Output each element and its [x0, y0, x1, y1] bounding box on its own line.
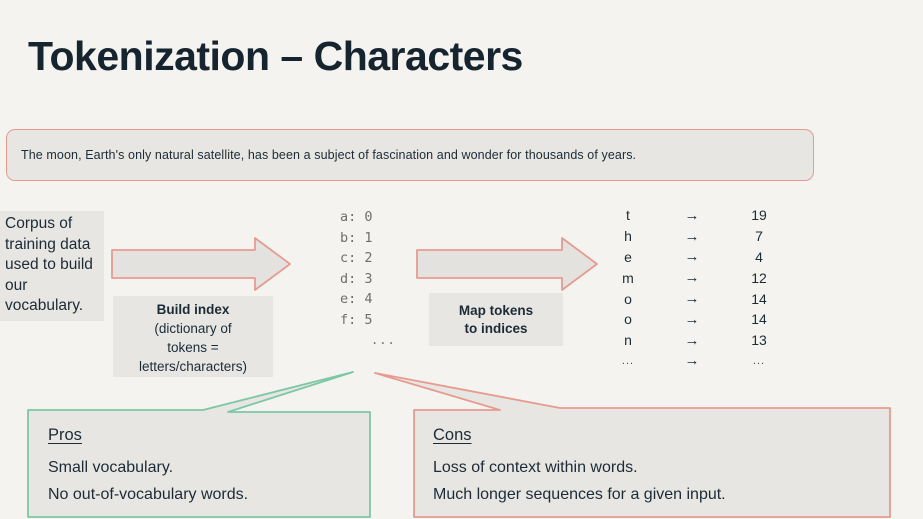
arrow-right-icon: →: [684, 248, 700, 266]
arrow-index-to-tokens: [416, 237, 598, 291]
cons-callout: Cons Loss of context within words. Much …: [415, 412, 885, 508]
map-tokens-caption-line: Map tokens: [458, 302, 534, 318]
token-index-mapping: t → 19 h → 7 e → 4 m → 12 o → 14 o → 14: [600, 205, 800, 371]
char-index-row: a: 0: [340, 207, 396, 228]
character-index-list: a: 0 b: 1 c: 2 d: 3 e: 4 f: 5 ...: [340, 207, 396, 351]
token-index: 14: [751, 290, 767, 307]
arrow-right-icon: →: [684, 269, 700, 287]
build-index-caption-line: (dictionary of: [154, 321, 232, 336]
map-tokens-caption-box: Map tokens to indices: [429, 293, 563, 346]
char-index-entry: a: 0: [340, 209, 373, 225]
build-index-caption-line: tokens =: [167, 340, 219, 355]
token-char: t: [626, 207, 630, 224]
cons-heading: Cons: [433, 426, 472, 444]
char-index-row: d: 3: [340, 269, 396, 290]
arrow-right-icon: →: [684, 331, 700, 349]
token-map-row: t → 19: [600, 205, 800, 226]
example-sentence-text: The moon, Earth's only natural satellite…: [21, 148, 637, 162]
token-map-row: o → 14: [600, 288, 800, 309]
token-index-ellipsis: ...: [752, 354, 766, 367]
build-index-caption-line: Build index: [156, 302, 230, 317]
token-char: o: [624, 290, 632, 307]
token-index: 19: [751, 207, 767, 224]
arrow-right-icon: →: [684, 206, 700, 224]
token-map-row: e → 4: [600, 247, 800, 268]
cons-line: Much longer sequences for a given input.: [433, 486, 726, 503]
char-index-entry: f: 5: [340, 311, 373, 328]
pros-callout: Pros Small vocabulary. No out-of-vocabul…: [30, 412, 370, 508]
cons-line: Loss of context within words.: [433, 459, 638, 476]
char-index-entry: e: 4: [340, 291, 373, 307]
token-index: 4: [755, 248, 763, 265]
char-index-row: c: 2: [340, 248, 396, 269]
token-char: h: [624, 228, 632, 245]
arrow-right-icon: →: [684, 227, 700, 245]
token-map-row: h → 7: [600, 226, 800, 247]
pros-line: No out-of-vocabulary words.: [48, 486, 249, 503]
char-index-ellipsis: ...: [371, 333, 396, 347]
token-map-row: n → 13: [600, 330, 800, 351]
char-index-row: e: 4: [340, 289, 396, 310]
token-map-row: m → 12: [600, 267, 800, 288]
token-char: m: [622, 269, 634, 286]
char-index-row: b: 1: [340, 228, 396, 249]
arrow-corpus-to-index: [111, 237, 291, 291]
token-map-row: o → 14: [600, 309, 800, 330]
arrow-right-icon: →: [684, 352, 700, 370]
token-char: e: [624, 248, 632, 265]
arrow-right-icon: →: [684, 290, 700, 308]
token-char-ellipsis: ...: [621, 354, 635, 367]
token-index: 12: [751, 269, 767, 286]
map-tokens-caption-line: to indices: [464, 320, 528, 336]
example-sentence-box: The moon, Earth's only natural satellite…: [6, 129, 814, 181]
char-index-entry: c: 2: [340, 250, 373, 266]
arrow-right-icon: →: [684, 310, 700, 328]
build-index-caption-box: Build index (dictionary of tokens = lett…: [113, 296, 273, 377]
char-index-row: f: 5: [340, 310, 396, 331]
token-char: o: [624, 311, 632, 328]
pros-heading: Pros: [48, 426, 82, 444]
char-index-entry: b: 1: [340, 229, 373, 246]
token-index: 14: [751, 311, 767, 328]
build-index-caption-line: letters/characters): [138, 359, 248, 374]
token-map-row-ellipsis: ... → ...: [600, 351, 800, 372]
char-index-entry: d: 3: [340, 270, 373, 287]
token-index: 7: [755, 228, 763, 245]
page-title: Tokenization – Characters: [28, 33, 523, 79]
token-index: 13: [751, 332, 767, 349]
corpus-description-text: Corpus of training data used to build ou…: [5, 215, 93, 314]
pros-line: Small vocabulary.: [48, 459, 174, 476]
corpus-description-box: Corpus of training data used to build ou…: [0, 211, 104, 321]
token-char: n: [624, 332, 632, 349]
